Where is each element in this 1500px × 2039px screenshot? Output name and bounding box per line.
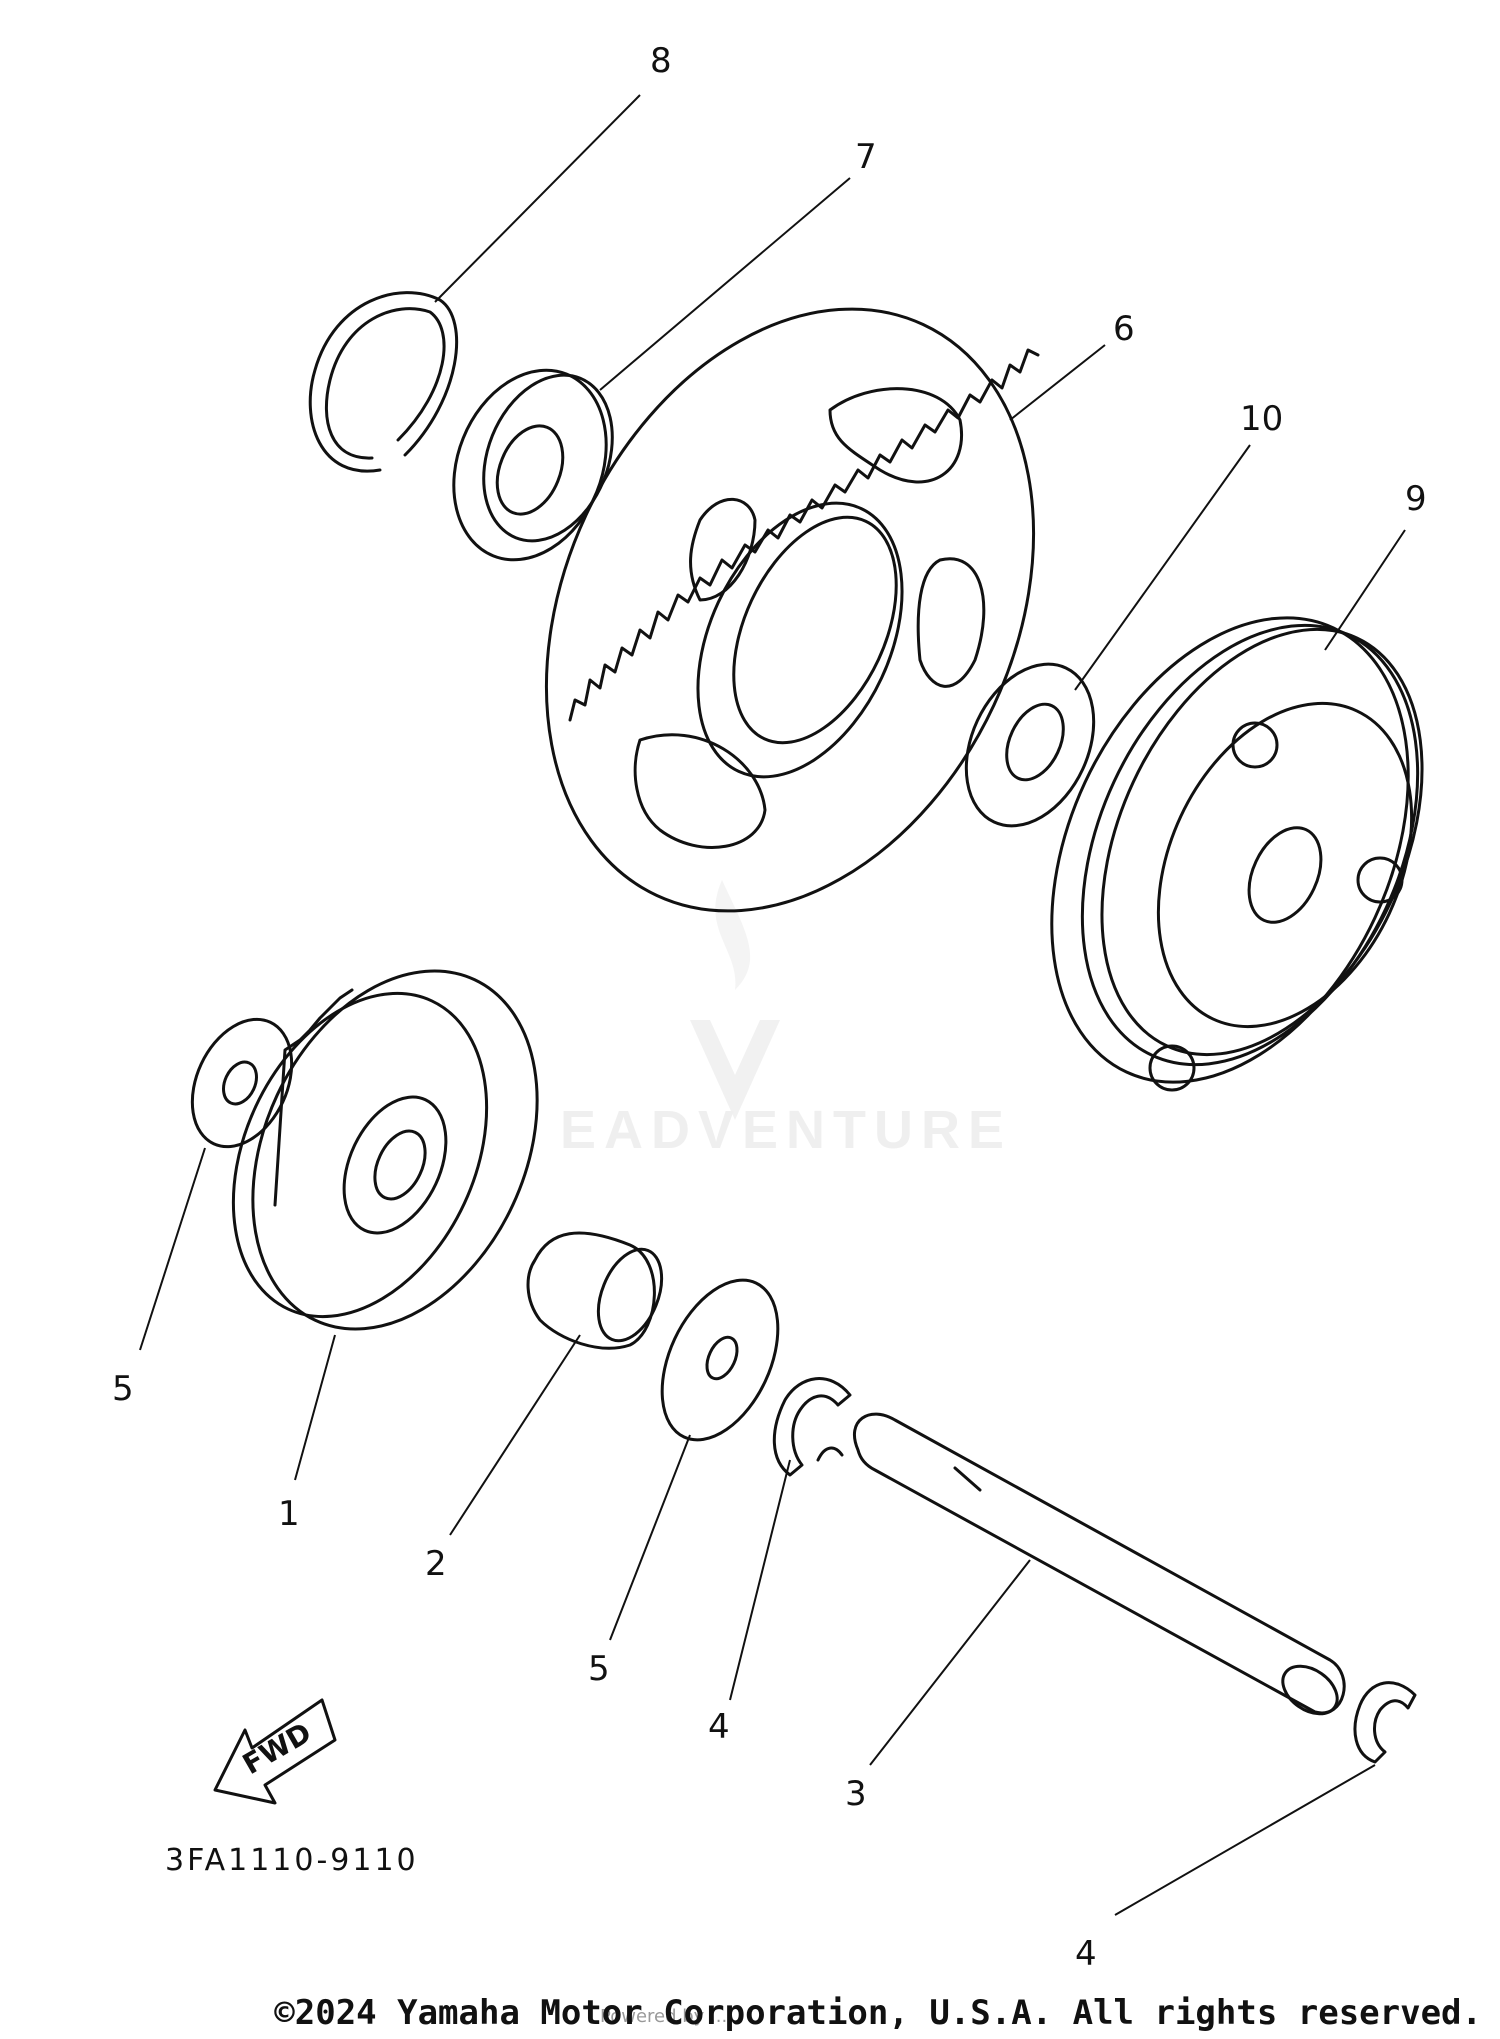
label-1: 1	[278, 1494, 300, 1534]
watermark-text: EADVENTURE	[560, 1100, 1012, 1160]
leader-4b	[1114, 1764, 1376, 1916]
leader-5b	[609, 1434, 691, 1641]
label-6: 6	[1113, 309, 1135, 349]
part-7-bearing	[452, 368, 614, 562]
part-4-eclip-upper	[772, 1377, 852, 1477]
leader-7	[599, 177, 851, 391]
label-3: 3	[845, 1774, 867, 1814]
watermark-logo: EADVENTURE	[560, 880, 1012, 1160]
label-7: 7	[855, 137, 877, 177]
leader-9	[1324, 529, 1406, 651]
powered-by-text: Powered by ...	[600, 2006, 728, 2027]
label-2: 2	[425, 1544, 447, 1584]
part-1-idler-gear	[231, 969, 539, 1331]
label-8: 8	[650, 41, 672, 81]
leader-2	[449, 1334, 581, 1536]
part-10-washer	[964, 662, 1096, 828]
label-5a: 5	[112, 1369, 134, 1409]
leader-4a	[729, 1459, 791, 1701]
leader-1	[294, 1334, 336, 1481]
leader-8	[434, 94, 641, 303]
part-2-collar	[526, 1231, 664, 1350]
part-5-washer-lower	[660, 1278, 780, 1442]
leader-3	[869, 1559, 1031, 1766]
label-4a: 4	[708, 1707, 730, 1747]
copyright-notice: ©2024 Yamaha Motor Corporation, U.S.A. A…	[274, 1993, 1482, 2033]
fwd-arrow-icon: FWD	[213, 1698, 337, 1805]
label-10: 10	[1240, 399, 1283, 439]
part-9-starter-clutch	[1050, 616, 1424, 1092]
part-4-eclip-lower	[1353, 1681, 1417, 1764]
leader-10	[1074, 444, 1251, 691]
label-9: 9	[1405, 479, 1427, 519]
label-5b: 5	[588, 1649, 610, 1689]
part-8-circlip	[308, 291, 459, 473]
label-4b: 4	[1075, 1934, 1097, 1974]
leader-6	[1009, 344, 1106, 421]
part-6-starter-gear	[544, 307, 1040, 913]
fwd-label: FWD	[237, 1716, 317, 1781]
diagram-code: 3FA1110-9110	[165, 1843, 419, 1878]
leader-5a	[139, 1147, 206, 1351]
part-3-shaft	[852, 1412, 1346, 1716]
